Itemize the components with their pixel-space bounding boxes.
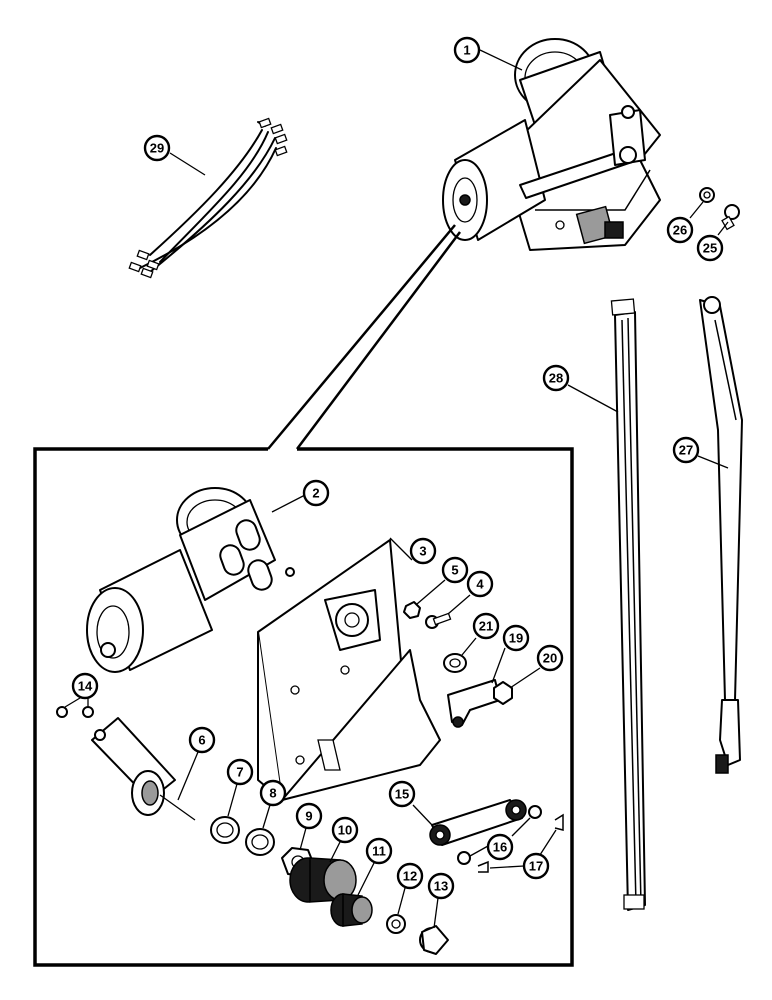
svg-text:21: 21 — [479, 619, 493, 634]
link-arm-15 — [429, 799, 527, 846]
callout-6: 6 — [177, 726, 216, 801]
callout-26: 26 — [666, 201, 704, 244]
svg-text:4: 4 — [476, 577, 484, 592]
svg-text:19: 19 — [509, 631, 523, 646]
callout-16: 16 — [469, 817, 531, 861]
callout-27: 27 — [672, 436, 729, 469]
callout-7: 7 — [226, 758, 254, 817]
callout-17: 17 — [489, 829, 557, 880]
callout-14: 14 — [64, 672, 99, 708]
svg-text:10: 10 — [338, 823, 352, 838]
callout-1: 1 — [453, 36, 523, 71]
bolt-4 — [425, 612, 452, 629]
svg-text:29: 29 — [150, 141, 164, 156]
callout-15: 15 — [388, 780, 433, 826]
ring-12 — [386, 914, 406, 934]
screw-14 — [56, 706, 94, 718]
washer-16 — [457, 805, 542, 865]
bracket-3 — [257, 539, 441, 801]
cap-10 — [289, 857, 357, 903]
callout-20: 20 — [509, 644, 564, 689]
callout-4: 4 — [447, 570, 494, 615]
spindle-6 — [91, 717, 196, 821]
callout-29: 29 — [143, 134, 206, 176]
clip-17 — [477, 813, 564, 873]
callout-13: 13 — [427, 872, 455, 929]
callout-5: 5 — [416, 556, 469, 605]
svg-text:16: 16 — [493, 840, 507, 855]
washer-8 — [245, 828, 275, 856]
nut-5 — [403, 601, 421, 619]
cap-nut-13 — [419, 925, 449, 955]
svg-text:6: 6 — [198, 733, 205, 748]
callout-11: 11 — [357, 837, 393, 896]
svg-text:14: 14 — [78, 679, 93, 694]
callout-10: 10 — [329, 816, 359, 863]
knurled-sleeve-11 — [330, 893, 373, 927]
svg-text:27: 27 — [679, 443, 693, 458]
callout-8: 8 — [259, 779, 287, 829]
svg-text:26: 26 — [673, 223, 687, 238]
detail-view-frame — [33, 224, 574, 967]
svg-text:1: 1 — [463, 43, 470, 58]
callout-3: 3 — [389, 537, 437, 565]
svg-text:5: 5 — [451, 563, 458, 578]
svg-text:2: 2 — [312, 486, 319, 501]
wiper-motor-assembly — [442, 38, 661, 251]
callout-28: 28 — [542, 364, 619, 413]
washer-7 — [210, 816, 240, 844]
svg-text:13: 13 — [434, 879, 448, 894]
lock-washer-26 — [699, 187, 715, 203]
callout-9: 9 — [295, 802, 323, 851]
callout-21: 21 — [461, 612, 500, 656]
callout-25: 25 — [696, 221, 729, 262]
svg-text:17: 17 — [529, 859, 543, 874]
svg-text:25: 25 — [703, 241, 717, 256]
wiper-arm-27 — [699, 296, 743, 774]
callout-19: 19 — [491, 624, 530, 684]
svg-text:11: 11 — [372, 844, 386, 859]
nut-20 — [493, 681, 513, 705]
pivot-arm-19 — [447, 679, 501, 728]
svg-text:12: 12 — [403, 869, 417, 884]
motor-2 — [86, 487, 295, 673]
svg-text:28: 28 — [549, 371, 563, 386]
wiring-harness — [128, 117, 288, 279]
callout-12: 12 — [396, 862, 424, 915]
svg-text:7: 7 — [236, 765, 243, 780]
callout-2: 2 — [271, 479, 330, 513]
svg-text:9: 9 — [305, 809, 312, 824]
svg-text:8: 8 — [269, 786, 276, 801]
wiper-blade-28 — [610, 298, 646, 911]
svg-text:3: 3 — [419, 544, 426, 559]
washer-21 — [443, 653, 467, 673]
svg-text:20: 20 — [543, 651, 557, 666]
svg-text:15: 15 — [395, 787, 409, 802]
